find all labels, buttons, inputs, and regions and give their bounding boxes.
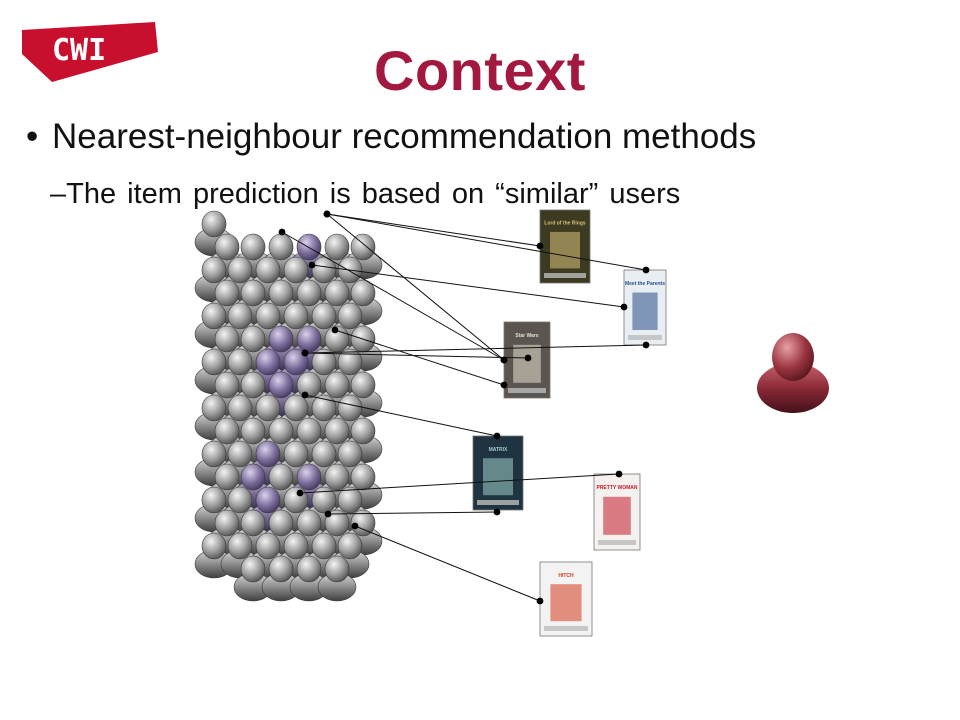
rating-link (304, 352, 529, 359)
link-endpoint (296, 489, 304, 497)
link-endpoint (642, 341, 650, 349)
link-endpoint (493, 432, 501, 440)
rating-link (354, 525, 541, 602)
cwi-logo: CWI (22, 22, 158, 82)
bullet-text: Nearest-neighbour recommendation methods (52, 117, 757, 156)
link-endpoint (278, 228, 286, 236)
rating-link (326, 213, 505, 361)
link-endpoint (500, 356, 508, 364)
poster-title: PRETTY WOMAN (596, 485, 637, 491)
poster-title: Lord of the Rings (544, 221, 586, 227)
slide-title: Context (374, 39, 586, 102)
link-endpoint (324, 510, 332, 518)
poster-title: MATRIX (489, 447, 508, 453)
link-endpoint (301, 391, 309, 399)
link-endpoint (620, 303, 628, 311)
link-endpoint (642, 266, 650, 274)
link-endpoint (301, 349, 309, 357)
rating-link (326, 213, 647, 271)
rating-link (334, 329, 505, 386)
target-user-body (757, 363, 829, 413)
link-endpoint (536, 242, 544, 250)
link-endpoint (615, 470, 623, 478)
poster-title: Star Wars (515, 333, 538, 339)
link-endpoint (524, 354, 532, 362)
link-endpoint (323, 210, 331, 218)
rating-link (311, 264, 625, 308)
link-endpoint (493, 508, 501, 516)
rating-link (327, 511, 498, 515)
matrix-poster: MATRIX (472, 435, 524, 511)
target-user-icon (757, 333, 829, 413)
pretty-woman-poster: PRETTY WOMAN (593, 473, 641, 551)
rating-link (304, 394, 498, 437)
poster-title: Meet the Parents (625, 281, 665, 287)
rating-link (326, 213, 541, 247)
user-icon (289, 555, 329, 602)
bullet-marker: • (26, 117, 39, 156)
meet-the-parents-poster: Meet the Parents (623, 269, 667, 346)
link-endpoint (500, 381, 508, 389)
rating-links (278, 210, 650, 605)
link-endpoint (331, 326, 339, 334)
logo-flag (22, 22, 158, 82)
link-endpoint (351, 522, 359, 530)
bullet-item: • Nearest-neighbour recommendation method… (26, 117, 756, 157)
user-crowd (194, 210, 383, 602)
rating-link (281, 231, 505, 361)
lord-of-the-rings-poster: Lord of the Rings (539, 209, 591, 284)
rating-link (299, 473, 620, 494)
target-user-head (772, 333, 814, 381)
link-endpoint (536, 597, 544, 605)
user-icon (233, 555, 273, 602)
poster-title: HITCH (558, 573, 574, 579)
rating-link (304, 344, 647, 354)
link-endpoint (308, 261, 316, 269)
user-icon (317, 555, 357, 602)
sub-bullet-text: –The item prediction is based on “simila… (50, 178, 681, 210)
logo-text: CWI (52, 33, 106, 68)
hitch-poster: HITCH (539, 561, 593, 637)
